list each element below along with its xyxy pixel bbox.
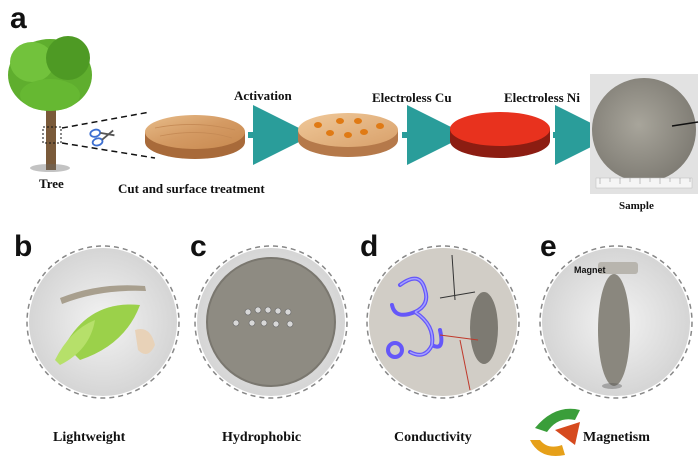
panel-letter-b: b	[14, 230, 33, 263]
hydrophobic-frame	[194, 245, 348, 399]
copper-disc	[450, 112, 550, 158]
panel-letter-c: c	[190, 230, 207, 263]
caption-magnetism: Magnetism	[583, 430, 650, 445]
magnetism-frame	[539, 245, 693, 399]
photo-magnetism	[542, 248, 690, 396]
conductivity-frame	[366, 245, 520, 399]
caption-conductivity: Conductivity	[394, 430, 472, 445]
cut-guide-lower	[61, 142, 156, 159]
photo-conductivity	[369, 248, 517, 396]
panel-letter-d: d	[360, 230, 379, 263]
sample-photo	[590, 74, 699, 194]
label-sample: Sample	[619, 200, 654, 212]
caption-lightweight: Lightweight	[53, 430, 126, 445]
label-electroless-ni: Electroless Ni	[504, 90, 580, 105]
photo-hydrophobic	[197, 248, 345, 396]
watermark-logo	[530, 408, 580, 456]
scissors-icon	[89, 128, 115, 147]
cut-guide-upper	[61, 111, 151, 129]
label-activation: Activation	[234, 88, 292, 103]
tree-illustration	[8, 36, 92, 172]
cut-region-box	[42, 126, 62, 144]
wood-disc	[145, 115, 245, 159]
label-cut: Cut and surface treatment	[118, 181, 265, 196]
label-electroless-cu: Electroless Cu	[372, 90, 452, 105]
label-magnet: Magnet	[574, 265, 606, 275]
caption-hydrophobic: Hydrophobic	[222, 430, 302, 445]
photo-lightweight	[29, 248, 177, 396]
panel-letter-a: a	[10, 2, 27, 35]
lightweight-frame	[26, 245, 180, 399]
label-tree: Tree	[39, 176, 64, 191]
activated-disc	[298, 113, 398, 157]
panel-letter-e: e	[540, 230, 557, 263]
